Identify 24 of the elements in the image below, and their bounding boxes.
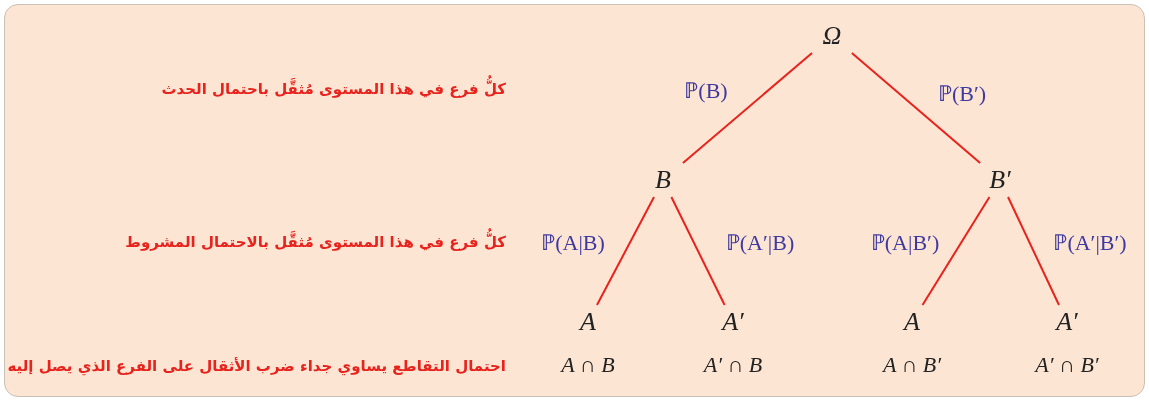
note-text: احتمال التقاطع يساوي جداء ضرب الأثقال على الفرع الذي يصل إليه	[7, 356, 506, 378]
edge-label: ℙ(B′)	[937, 83, 987, 105]
branch-line	[850, 52, 982, 164]
intersection-label: A′ ∩ B′	[1035, 354, 1099, 376]
branch-line	[596, 196, 655, 306]
event-label: Ω	[822, 23, 842, 49]
intersection-label: A ∩ B′	[882, 354, 942, 376]
edge-label: ℙ(A|B)	[541, 232, 605, 254]
branch-line	[670, 196, 726, 306]
branch-line	[681, 52, 814, 164]
event-label: B	[655, 167, 671, 193]
edge-label: ℙ(A′|B′)	[1053, 232, 1127, 254]
event-label: A′	[722, 309, 744, 335]
intersection-label: A′ ∩ B	[703, 354, 763, 376]
event-label: A	[580, 309, 596, 335]
edge-label: ℙ(A|B′)	[870, 232, 940, 254]
edge-label: ℙ(B)	[684, 80, 728, 102]
branch-line	[921, 196, 991, 306]
event-label: A	[904, 309, 920, 335]
intersection-label: A ∩ B	[561, 354, 615, 376]
event-label: A′	[1056, 309, 1078, 335]
edge-label: ℙ(A′|B)	[725, 232, 795, 254]
branch-line	[1007, 196, 1060, 306]
event-label: B′	[989, 167, 1011, 193]
